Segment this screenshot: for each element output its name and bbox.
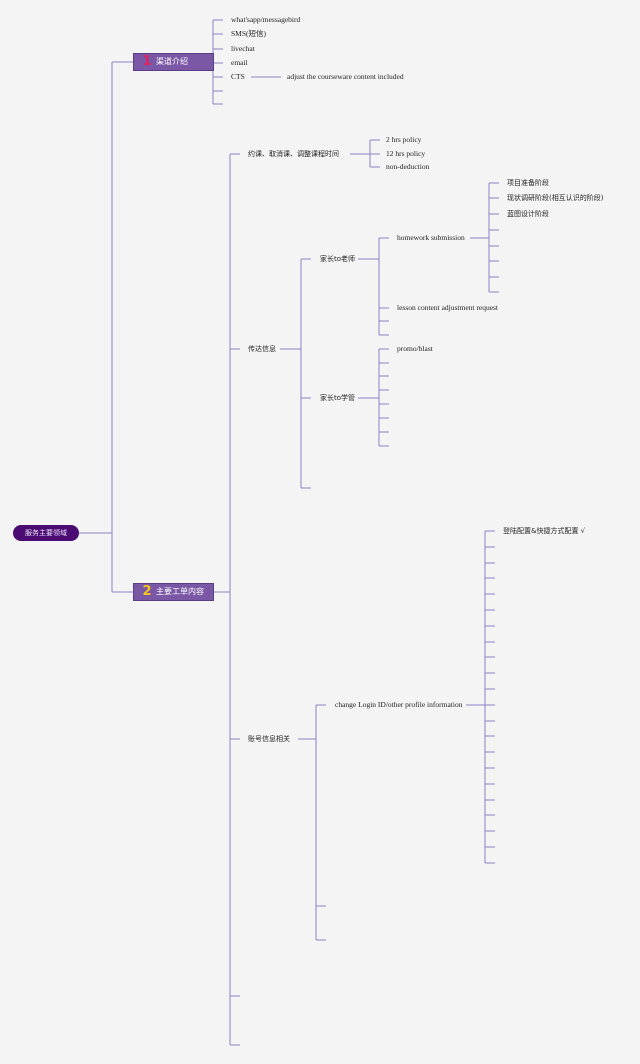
parent-to-teacher-node[interactable]: 家长to老师 [320, 255, 356, 263]
homework-item-blueprint[interactable]: 蓝图设计阶段 [507, 210, 549, 218]
lesson-adjustment-node[interactable]: lesson content adjustment request [397, 303, 499, 312]
promo-blast-node[interactable]: promo/blast [397, 344, 433, 353]
policy-non-deduction[interactable]: non-deduction [386, 162, 430, 171]
convey-info-node[interactable]: 传达信息 [248, 345, 276, 353]
channel-item-email[interactable]: email [231, 58, 248, 67]
branch-label-tickets: 主要工单内容 [156, 587, 204, 596]
account-info-node[interactable]: 账号信息相关 [248, 735, 290, 743]
number-2-badge: 2 [142, 584, 152, 599]
channel-item-whatsapp[interactable]: what'sapp/messagebird [231, 15, 301, 24]
branch-label-channels: 渠道介绍 [156, 57, 188, 66]
parent-to-admin-node[interactable]: 家长to学管 [320, 394, 356, 402]
homework-item-prep[interactable]: 项目准备阶段 [507, 179, 549, 187]
channel-item-cts[interactable]: CTS [231, 72, 245, 81]
cts-note[interactable]: adjust the courseware content included [287, 72, 404, 81]
homework-item-research[interactable]: 现状调研阶段(相互认识的阶段) [507, 194, 604, 202]
booking-node[interactable]: 约课、取消课、调整课程时间 [248, 150, 339, 158]
root-node[interactable]: 服务主要领域 [13, 525, 79, 541]
number-1-badge: 1 [142, 54, 152, 69]
change-login-node[interactable]: change Login ID/other profile informatio… [335, 700, 463, 709]
login-config-node[interactable]: 登陆配置&快捷方式配置 √ [503, 527, 586, 535]
policy-12hrs[interactable]: 12 hrs policy [386, 149, 426, 158]
policy-2hrs[interactable]: 2 hrs policy [386, 135, 422, 144]
channel-item-livechat[interactable]: livechat [231, 44, 255, 53]
channel-item-sms[interactable]: SMS(短信) [231, 29, 267, 38]
homework-submission-node[interactable]: homework submission [397, 233, 465, 242]
branch-node-channels[interactable]: 1 渠道介绍 [133, 53, 214, 71]
branch-node-tickets[interactable]: 2 主要工单内容 [133, 583, 214, 601]
